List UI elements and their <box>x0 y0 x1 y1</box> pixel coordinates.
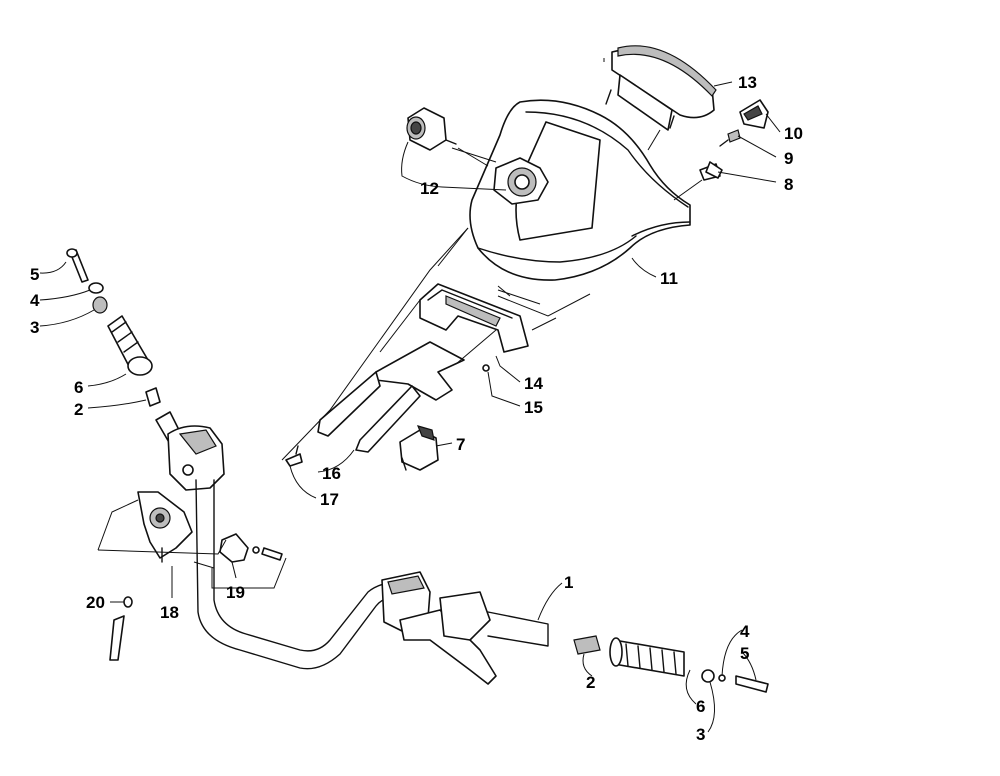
bezel-part-14 <box>419 283 529 353</box>
callout-labels: 13 10 9 8 12 11 5 4 3 6 2 14 15 7 16 17 … <box>30 73 803 744</box>
housing-part-11 <box>469 99 691 281</box>
leader-lines <box>39 81 781 733</box>
callout-4-left: 4 <box>30 291 40 310</box>
callout-6-right: 6 <box>696 697 705 716</box>
screw-part-15 <box>482 364 490 372</box>
callout-2-left: 2 <box>74 400 83 419</box>
callout-7: 7 <box>456 435 465 454</box>
callout-20: 20 <box>86 593 105 612</box>
bulb-part-9 <box>719 129 741 147</box>
callout-19: 19 <box>226 583 245 602</box>
gauge-part-13 <box>605 45 717 131</box>
left-grip-assembly <box>66 248 183 445</box>
callout-1: 1 <box>564 573 573 592</box>
assembly-reference-lines <box>97 58 703 589</box>
callout-18: 18 <box>160 603 179 622</box>
left-switch-housing <box>167 425 225 491</box>
callout-3-left: 3 <box>30 318 39 337</box>
callout-10: 10 <box>784 124 803 143</box>
switch-part-10 <box>739 99 769 129</box>
callout-12: 12 <box>420 179 439 198</box>
clip-part-8 <box>699 161 723 181</box>
callout-5-left: 5 <box>30 265 39 284</box>
callout-17: 17 <box>320 490 339 509</box>
right-grip-assembly <box>573 635 769 693</box>
switch-part-7 <box>399 425 439 471</box>
choke-lever <box>137 491 193 563</box>
callout-6-left: 6 <box>74 378 83 397</box>
callout-14: 14 <box>524 374 543 393</box>
callout-4-right: 4 <box>740 622 750 641</box>
callout-2-right: 2 <box>586 673 595 692</box>
callout-3-right: 3 <box>696 725 705 744</box>
clamp-part-19 <box>219 533 283 563</box>
handlebar-part-18 <box>195 479 401 670</box>
callout-16: 16 <box>322 464 341 483</box>
ignition-part-12 <box>406 107 549 205</box>
callout-5-right: 5 <box>740 644 749 663</box>
callout-11: 11 <box>660 269 678 288</box>
callout-15: 15 <box>524 398 543 417</box>
rivet-part-17 <box>285 445 303 467</box>
callout-13: 13 <box>738 73 757 92</box>
bracket-part-16 <box>317 341 465 453</box>
brake-master-cylinder <box>381 571 549 685</box>
cable-part-20 <box>109 596 133 661</box>
callout-9: 9 <box>784 149 793 168</box>
callout-8: 8 <box>784 175 793 194</box>
